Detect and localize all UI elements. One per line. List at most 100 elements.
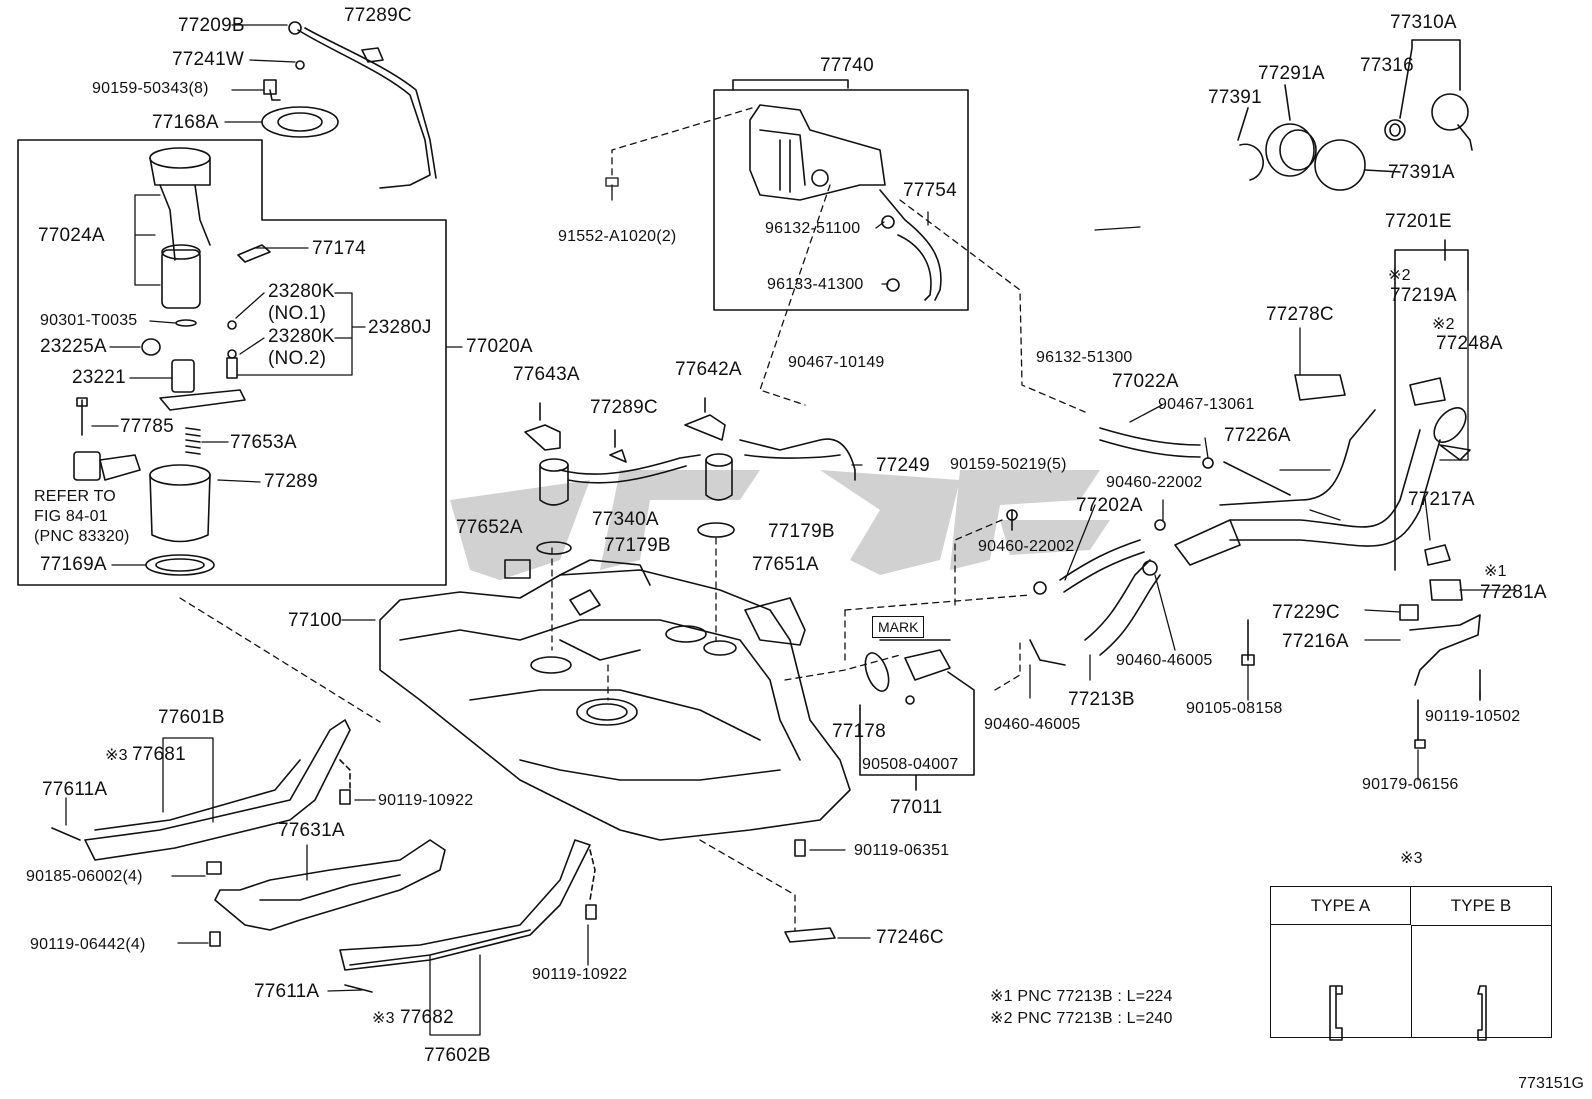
part-label: 77611A xyxy=(254,981,320,1002)
part-label: (NO.1) xyxy=(268,303,327,324)
part-label: 77631A xyxy=(278,820,345,841)
part-label: 90508-04007 xyxy=(862,756,959,773)
part-label: 90179-06156 xyxy=(1362,776,1459,793)
straps-art xyxy=(51,719,836,993)
part-label: 77168A xyxy=(152,112,219,133)
reference-note: FIG 84-01 xyxy=(34,508,108,525)
part-label: 96132-51100 xyxy=(765,220,861,237)
part-label: 96133-41300 xyxy=(767,276,864,293)
length-note-1: ※1 PNC 77213B : L=224 xyxy=(990,988,1173,1005)
part-label: 77652A xyxy=(456,517,523,538)
part-label: 77179B xyxy=(604,535,671,556)
part-label: 77682 xyxy=(400,1007,454,1028)
filler-pipe-art xyxy=(1219,239,1481,749)
canister-leaders xyxy=(611,107,1086,413)
canister-art xyxy=(732,79,942,301)
part-label: (NO.2) xyxy=(268,348,327,369)
type-table: TYPE A TYPE B xyxy=(1270,886,1552,1038)
part-label: 77754 xyxy=(903,180,957,201)
part-label: 90460-22002 xyxy=(978,538,1075,555)
part-label: 77213B xyxy=(1068,689,1135,710)
part-label: 77024A xyxy=(38,225,105,246)
part-label: 77022A xyxy=(1112,371,1179,392)
part-label: 77216A xyxy=(1282,631,1349,652)
part-label: 77601B xyxy=(158,707,225,728)
reference-note: (PNC 83320) xyxy=(34,528,130,545)
part-label: 90119-10922 xyxy=(378,792,474,809)
note-symbol: ※2 xyxy=(1432,316,1455,333)
note-symbol: ※1 xyxy=(1484,563,1507,580)
mid-sender-art xyxy=(504,397,975,791)
part-label: 77169A xyxy=(40,554,107,575)
fuel-tank-art xyxy=(379,559,851,841)
part-label: 77246C xyxy=(876,927,944,948)
fuel-pump-parts xyxy=(73,147,271,576)
part-label: 77209B xyxy=(178,15,245,36)
part-label: 23280K xyxy=(268,326,335,347)
part-label: 90105-08158 xyxy=(1186,700,1283,717)
part-label: 77785 xyxy=(120,416,174,437)
type-table-title: ※3 xyxy=(1400,850,1423,867)
part-label: 77653A xyxy=(230,432,297,453)
part-label: 90301-T0035 xyxy=(40,312,138,329)
filler-cap-art xyxy=(1237,39,1473,191)
part-label: 77310A xyxy=(1390,12,1457,33)
type-glyphs xyxy=(1329,985,1487,1041)
part-label: 77248A xyxy=(1436,333,1503,354)
part-label: 77229C xyxy=(1272,602,1340,623)
figure-code: 773151G xyxy=(1518,1075,1584,1092)
part-label: 90467-10149 xyxy=(788,354,885,371)
part-label: 77642A xyxy=(675,359,742,380)
part-label: 77681 xyxy=(132,744,186,765)
part-label: 77291A xyxy=(1258,63,1325,84)
part-label: 90460-22002 xyxy=(1106,474,1203,491)
type-a-header: TYPE A xyxy=(1271,887,1411,925)
part-label: 90460-46005 xyxy=(1116,652,1213,669)
note-symbol: ※3 xyxy=(372,1010,395,1027)
part-label: 23225A xyxy=(40,336,107,357)
type-b-header: TYPE B xyxy=(1411,887,1551,926)
canister-frame xyxy=(713,89,969,311)
part-label: 77281A xyxy=(1480,582,1547,603)
table-divider xyxy=(1411,925,1412,1037)
pump-leaders xyxy=(91,24,463,723)
part-label: 77179B xyxy=(768,521,835,542)
part-label: 77289 xyxy=(264,471,318,492)
part-label: 77340A xyxy=(592,509,659,530)
part-label: 77316 xyxy=(1360,55,1414,76)
part-label: 77178 xyxy=(832,721,886,742)
length-note-2: ※2 PNC 77213B : L=240 xyxy=(990,1010,1173,1027)
part-label: 77174 xyxy=(312,238,366,259)
part-label: 77202A xyxy=(1076,495,1143,516)
part-label: 90467-13061 xyxy=(1158,396,1255,413)
strap-leaders xyxy=(65,737,871,1036)
top-fuel-line-art xyxy=(261,21,437,189)
part-label: 90119-06351 xyxy=(854,842,950,859)
part-label: 90159-50219(5) xyxy=(950,456,1067,473)
part-label: 77391A xyxy=(1388,162,1455,183)
part-label: 77602B xyxy=(424,1045,491,1066)
part-label: 77651A xyxy=(752,554,819,575)
part-label: 77241W xyxy=(172,49,244,70)
right-leaders xyxy=(851,226,1516,781)
part-label: 90185-06002(4) xyxy=(26,868,143,885)
part-label: 90119-06442(4) xyxy=(30,936,146,953)
part-label: 90119-10502 xyxy=(1425,708,1521,725)
part-label: 90460-46005 xyxy=(984,716,1081,733)
part-label: 77289C xyxy=(344,5,412,26)
part-label: 77226A xyxy=(1224,425,1291,446)
part-label: 77740 xyxy=(820,55,874,76)
part-label: 77020A xyxy=(466,336,533,357)
part-label: 91552-A1020(2) xyxy=(558,228,677,245)
part-label: 90159-50343(8) xyxy=(92,80,209,97)
part-label: 77643A xyxy=(513,364,580,385)
part-label: 77249 xyxy=(876,455,930,476)
note-symbol: ※3 xyxy=(105,747,128,764)
part-label: 23221 xyxy=(72,367,126,388)
mark-tag: MARK xyxy=(872,616,925,638)
part-label: 23280J xyxy=(368,317,432,338)
part-label: 77611A xyxy=(42,779,108,800)
part-label: 77100 xyxy=(288,610,342,631)
